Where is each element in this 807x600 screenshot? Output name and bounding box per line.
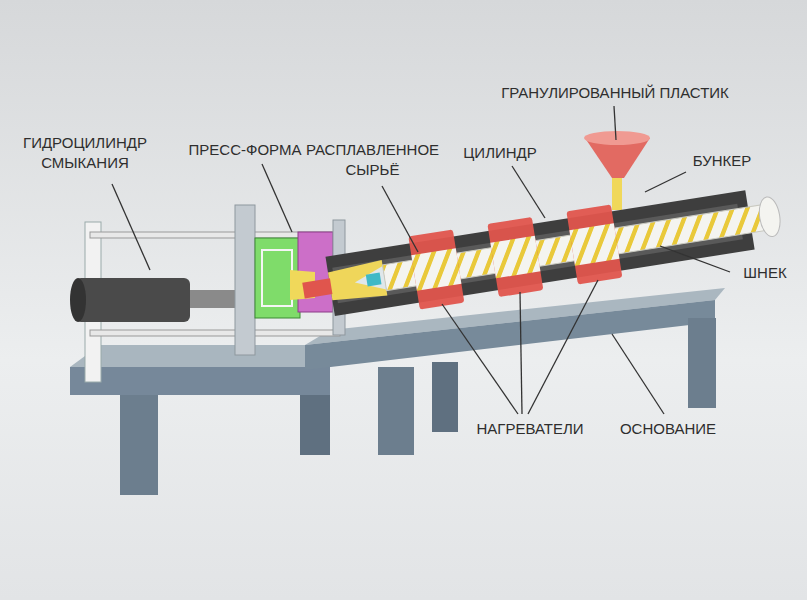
part-label: ШНЕК [735, 263, 795, 283]
part-label: ГИДРОЦИЛИНДР СМЫКАНИЯ [20, 133, 150, 172]
part-label: ГРАНУЛИРОВАННЫЙ ПЛАСТИК [495, 83, 735, 103]
part-label: ОСНОВАНИЕ [608, 419, 728, 439]
part-label: БУНКЕР [682, 151, 762, 171]
part-label: РАСПЛАВЛЕННОЕ СЫРЬЁ [300, 140, 445, 179]
part-label: ПРЕСС-ФОРМА [185, 140, 305, 160]
part-label: ЦИЛИНДР [455, 143, 545, 163]
part-label: НАГРЕВАТЕЛИ [465, 419, 595, 439]
